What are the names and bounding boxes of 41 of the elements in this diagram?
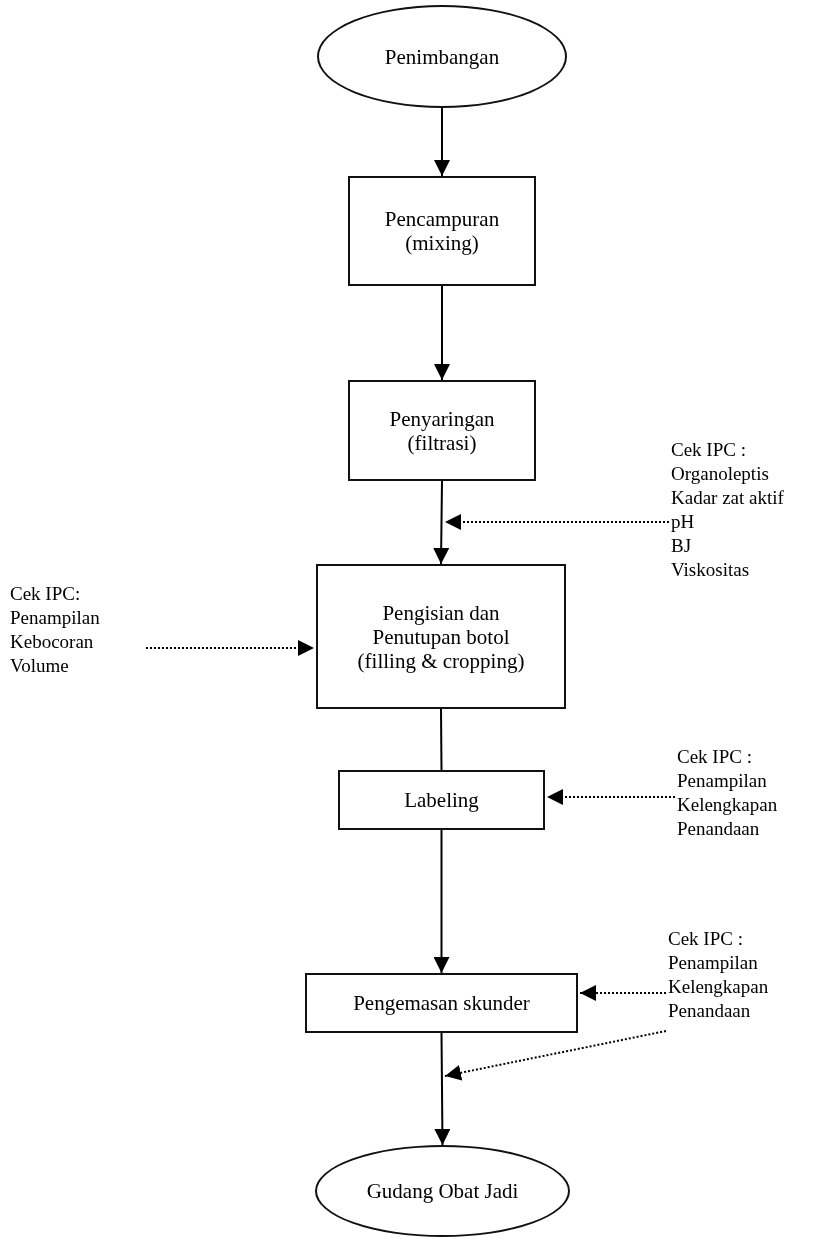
check-item: Kadar zat aktif [671, 486, 784, 510]
check-item: Kebocoran [10, 630, 94, 654]
process-box [305, 973, 578, 1033]
check-item: Penampilan [10, 606, 100, 630]
process-box [348, 176, 536, 286]
arrow [433, 480, 450, 565]
check-item: Penampilan [668, 951, 758, 975]
arrow [434, 285, 450, 381]
dotted-arrow [145, 640, 315, 656]
check-item: Penampilan [677, 769, 767, 793]
step-label: Labeling [404, 788, 479, 812]
connector-line [440, 708, 443, 771]
check-item: Volume [10, 654, 69, 678]
check-item: Penandaan [677, 817, 760, 841]
step-label: Penyaringan (filtrasi) [388, 406, 496, 455]
dotted-arrow [546, 789, 676, 805]
check-heading: Cek IPC : [677, 745, 752, 769]
check-heading: Cek IPC: [10, 582, 81, 606]
check-item: Penandaan [668, 999, 751, 1023]
check-item: Organoleptis [671, 462, 769, 486]
process-box [316, 564, 566, 709]
process-box [338, 770, 545, 830]
step-label: Penimbangan [384, 44, 500, 69]
arrow [434, 1032, 451, 1146]
check-item: BJ [671, 534, 692, 558]
check-heading: Cek IPC : [671, 438, 746, 462]
check-item: Kelengkapan [668, 975, 769, 999]
dotted-arrow [444, 1030, 667, 1081]
step-label: Gudang Obat Jadi [366, 1179, 519, 1203]
arrow [433, 829, 450, 974]
check-item: Kelengkapan [677, 793, 778, 817]
dotted-arrow [579, 985, 667, 1001]
step-label: Pengisian dan Penutupan botol (filling & cropping) [356, 600, 526, 673]
arrow [434, 107, 450, 177]
step-label: Pencampuran (mixing) [383, 207, 501, 255]
step-label: Pengemasan skunder [353, 991, 530, 1015]
check-item: Viskositas [671, 558, 750, 582]
dotted-arrow [444, 514, 670, 530]
check-item: pH [671, 510, 695, 534]
process-box [348, 380, 536, 481]
check-heading: Cek IPC : [668, 927, 743, 951]
